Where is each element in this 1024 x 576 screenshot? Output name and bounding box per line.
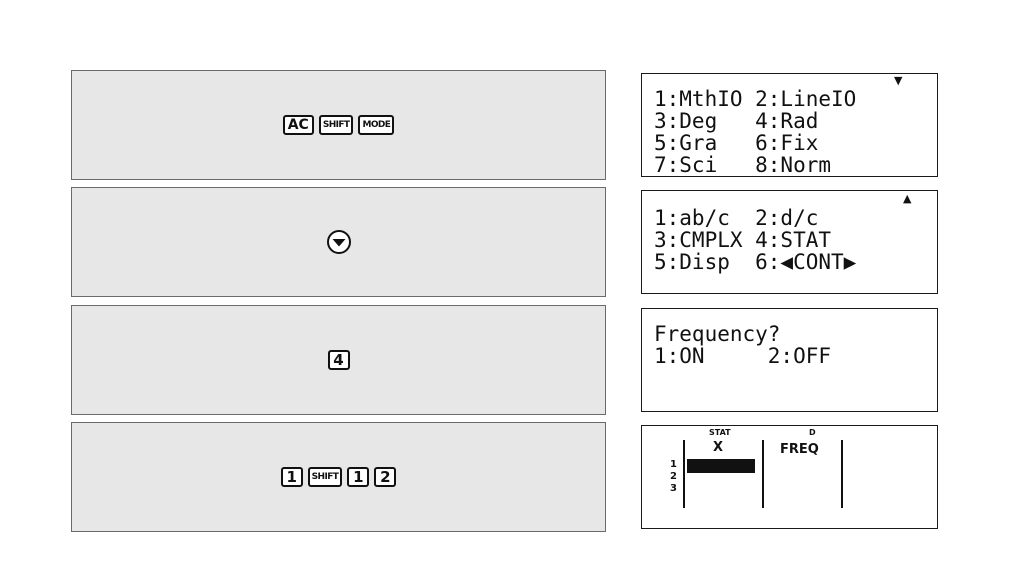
d-indicator-icon: D [809, 428, 816, 437]
menu-line: 1:MthIO 2:LineIO [654, 87, 857, 111]
setup-menu-screen-2: ▲ 1:ab/c 2:d/c 3:CMPLX 4:STAT 5:Disp 6:◀… [641, 190, 938, 294]
menu-line: 5:Disp 6:◀CONT▶ [654, 250, 857, 274]
step-4-panel: 1 SHIFT 1 2 [71, 422, 606, 532]
down-arrow-key-icon[interactable] [326, 229, 352, 255]
menu-line: 5:Gra 6:Fix [654, 131, 819, 155]
row-number: 2 [670, 471, 677, 482]
step-1-panel: AC SHIFT MODE [71, 70, 606, 180]
frequency-lines: Frequency? 1:ON 2:OFF [654, 323, 831, 367]
frequency-prompt: Frequency? [654, 322, 781, 346]
row-number: 3 [670, 483, 677, 494]
frequency-options: 1:ON 2:OFF [654, 344, 832, 368]
menu-line: 1:ab/c 2:d/c [654, 206, 819, 230]
stat-editor-screen: STAT D X FREQ 1 2 3 [641, 425, 938, 529]
menu-line: 3:CMPLX 4:STAT [654, 228, 832, 252]
digit-2-key[interactable]: 2 [374, 467, 397, 487]
frequency-screen: Frequency? 1:ON 2:OFF [641, 308, 938, 412]
setup-menu-2-lines: 1:ab/c 2:d/c 3:CMPLX 4:STAT 5:Disp 6:◀CO… [654, 207, 856, 273]
scroll-down-indicator-icon: ▼ [894, 74, 903, 87]
shift-key[interactable]: SHIFT [307, 467, 343, 487]
scroll-up-indicator-icon: ▲ [903, 192, 912, 205]
menu-line: 7:Sci 8:Norm [654, 153, 832, 177]
ac-key[interactable]: AC [282, 115, 314, 135]
column-divider [762, 440, 764, 508]
step-3-panel: 4 [71, 305, 606, 415]
mode-key[interactable]: MODE [358, 115, 395, 135]
setup-menu-1-lines: 1:MthIO 2:LineIO 3:Deg 4:Rad 5:Gra 6:Fix… [654, 88, 856, 176]
shift-key[interactable]: SHIFT [318, 115, 354, 135]
column-freq-header: FREQ [780, 442, 819, 457]
column-divider [683, 440, 685, 508]
digit-4-key[interactable]: 4 [327, 350, 350, 370]
row-number: 1 [670, 459, 677, 470]
column-x-header: X [713, 440, 724, 455]
digit-1-key[interactable]: 1 [347, 467, 370, 487]
digit-1-key[interactable]: 1 [280, 467, 303, 487]
stat-indicator: STAT [709, 428, 731, 437]
setup-menu-screen-1: ▼ 1:MthIO 2:LineIO 3:Deg 4:Rad 5:Gra 6:F… [641, 73, 938, 177]
step-2-panel [71, 187, 606, 297]
menu-line: 3:Deg 4:Rad [654, 109, 819, 133]
column-divider [841, 440, 843, 508]
cell-cursor [687, 459, 755, 473]
